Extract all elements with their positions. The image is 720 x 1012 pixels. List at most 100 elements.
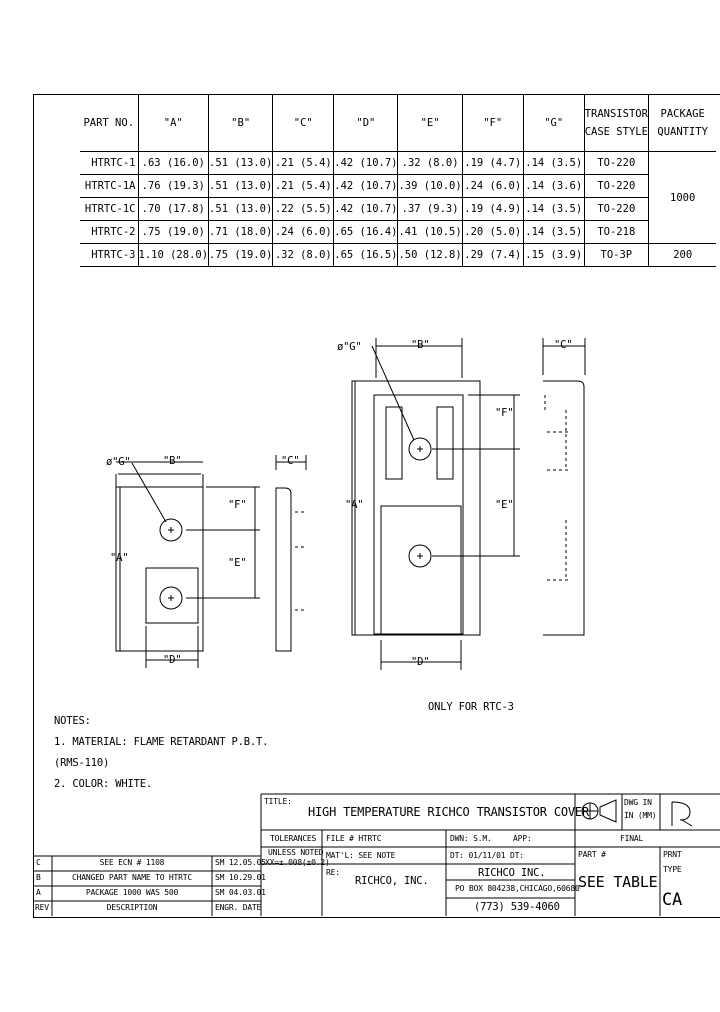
projection-symbol-icon xyxy=(599,799,617,823)
right-inner-outline xyxy=(373,394,464,635)
part-number-cell: HTRTC-3 xyxy=(80,243,139,267)
value-d-cell: .42 (10.7) xyxy=(333,151,399,175)
header-a: "A" xyxy=(137,95,210,152)
dim-e-left: "E" xyxy=(228,557,247,569)
part-number-value: SEE TABLE xyxy=(578,873,658,891)
right-lower-box xyxy=(380,505,462,635)
table-row: HTRTC-1A .76 (19.3) .51 (13.0) .21 (5.4)… xyxy=(80,174,716,198)
dim-d-left: "D" xyxy=(163,654,182,666)
rev-letter: C xyxy=(36,858,41,867)
value-f-cell: .24 (6.0) xyxy=(461,174,524,198)
value-c-cell: .21 (5.4) xyxy=(272,151,335,175)
tolerances-label: TOLERANCES xyxy=(270,834,317,843)
rev-letter: A xyxy=(36,888,41,897)
header-package-quantity: PACKAGE QUANTITY xyxy=(647,95,717,152)
dwg-in-label: DWG IN xyxy=(624,798,652,807)
case-style-cell: TO-3P xyxy=(583,243,649,267)
value-d-cell: .65 (16.4) xyxy=(333,220,399,244)
header-d: "D" xyxy=(333,95,399,152)
right-slot-left xyxy=(385,406,403,480)
table-row: HTRTC-1C .70 (17.8) .51 (13.0) .22 (5.5)… xyxy=(80,197,716,221)
value-a-cell: .75 (19.0) xyxy=(137,220,210,244)
value-e-cell: .32 (8.0) xyxy=(397,151,463,175)
part-number-cell: HTRTC-2 xyxy=(80,220,139,244)
rev-engr-date: SM 10.29.01 xyxy=(215,873,266,882)
value-a-cell: .76 (19.3) xyxy=(137,174,210,198)
value-g-cell: .14 (3.6) xyxy=(522,174,585,198)
dim-b-right: "B" xyxy=(411,339,430,351)
header-case-style-label: CASE STYLE xyxy=(584,126,648,138)
case-style-cell: TO-218 xyxy=(583,220,649,244)
header-part-no: PART NO. xyxy=(80,95,139,152)
value-d-cell: .42 (10.7) xyxy=(333,174,399,198)
type-value: CA xyxy=(662,890,683,910)
value-d-cell: .42 (10.7) xyxy=(333,197,399,221)
header-quantity: QUANTITY xyxy=(657,126,708,138)
rev-description: PACKAGE 1000 WAS 500 xyxy=(85,888,179,897)
only-for-note: ONLY FOR RTC-3 xyxy=(428,701,514,713)
rev-engr-date: SM 04.03.01 xyxy=(215,888,266,897)
dim-b-left: "B" xyxy=(163,455,182,467)
date-label: DT: 01/11/01 DT: xyxy=(450,851,524,860)
drawn-by: DWN: S.M. xyxy=(450,834,492,843)
value-a-cell: .70 (17.8) xyxy=(137,197,210,221)
company-address: PO BOX 804238,CHICAGO,60680 xyxy=(455,884,580,893)
print-label: PRNT xyxy=(663,850,682,859)
table-row: HTRTC-1 .63 (16.0) .51 (13.0) .21 (5.4) … xyxy=(80,151,717,244)
header-f: "F" xyxy=(461,95,524,152)
value-f-cell: .29 (7.4) xyxy=(461,243,524,267)
drawing-frame xyxy=(33,94,720,918)
in-mm-label: IN (MM) xyxy=(624,811,657,820)
file-number: FILE # HTRTC xyxy=(326,834,382,843)
header-transistor: TRANSISTOR xyxy=(584,108,648,120)
value-c-cell: .24 (6.0) xyxy=(272,220,335,244)
value-b-cell: .51 (13.0) xyxy=(208,174,274,198)
dim-d-right: "D" xyxy=(411,656,430,668)
value-e-cell: .50 (12.8) xyxy=(397,243,463,267)
re-label: RE: xyxy=(326,868,340,877)
value-e-cell: .41 (10.5) xyxy=(397,220,463,244)
package-quantity-cell: 200 xyxy=(647,243,717,267)
rev-letter: B xyxy=(36,873,41,882)
package-quantity-cell: 1000 xyxy=(647,151,717,244)
left-side-outline xyxy=(275,487,292,652)
left-hole-upper xyxy=(159,518,183,542)
table-row: HTRTC-3 1.10 (28.0) .75 (19.0) .32 (8.0)… xyxy=(80,243,717,267)
value-g-cell: .14 (3.5) xyxy=(522,197,585,221)
notes-line-1: 1. MATERIAL: FLAME RETARDANT P.B.T. xyxy=(54,736,269,748)
right-slot-right xyxy=(436,406,454,480)
description-header: DESCRIPTION xyxy=(106,903,158,912)
value-d-cell: .65 (16.5) xyxy=(333,243,399,267)
dim-c-left: "C" xyxy=(281,455,300,467)
value-c-cell: .32 (8.0) xyxy=(272,243,335,267)
right-side-outline xyxy=(543,380,585,636)
material: MAT'L: SEE NOTE xyxy=(326,851,396,860)
value-b-cell: .51 (13.0) xyxy=(208,151,274,175)
value-a-cell: 1.10 (28.0) xyxy=(137,243,210,267)
drawing-title: HIGH TEMPERATURE RICHCO TRANSISTOR COVER xyxy=(308,805,589,819)
title-label: TITLE: xyxy=(264,797,292,806)
left-hole-lower xyxy=(159,586,183,610)
value-b-cell: .75 (19.0) xyxy=(208,243,274,267)
company-left: RICHCO, INC. xyxy=(355,875,429,887)
company-phone: (773) 539-4060 xyxy=(474,901,560,913)
part-number-label: PART # xyxy=(578,850,606,859)
dim-g-right: ø"G" xyxy=(337,341,362,353)
header-case-style: TRANSISTOR CASE STYLE xyxy=(583,95,649,152)
part-number-cell: HTRTC-1A xyxy=(80,174,139,198)
header-package: PACKAGE xyxy=(660,108,705,120)
right-hole-upper xyxy=(408,437,432,461)
engr-date-header: ENGR. DATE xyxy=(215,903,262,912)
dim-f-right: "F" xyxy=(495,407,514,419)
type-label: TYPE xyxy=(663,865,682,874)
rev-engr-date: SM 12.05.05 xyxy=(215,858,266,867)
rev-description: CHANGED PART NAME TO HTRTC xyxy=(71,873,193,882)
dim-c-right: "C" xyxy=(554,339,573,351)
value-g-cell: .14 (3.5) xyxy=(522,220,585,244)
notes-title: NOTES: xyxy=(54,715,91,727)
right-hole-lower xyxy=(408,544,432,568)
header-e: "E" xyxy=(397,95,463,152)
dim-a-right: "A" xyxy=(345,499,364,511)
rev-description: SEE ECN # 1108 xyxy=(99,858,165,867)
